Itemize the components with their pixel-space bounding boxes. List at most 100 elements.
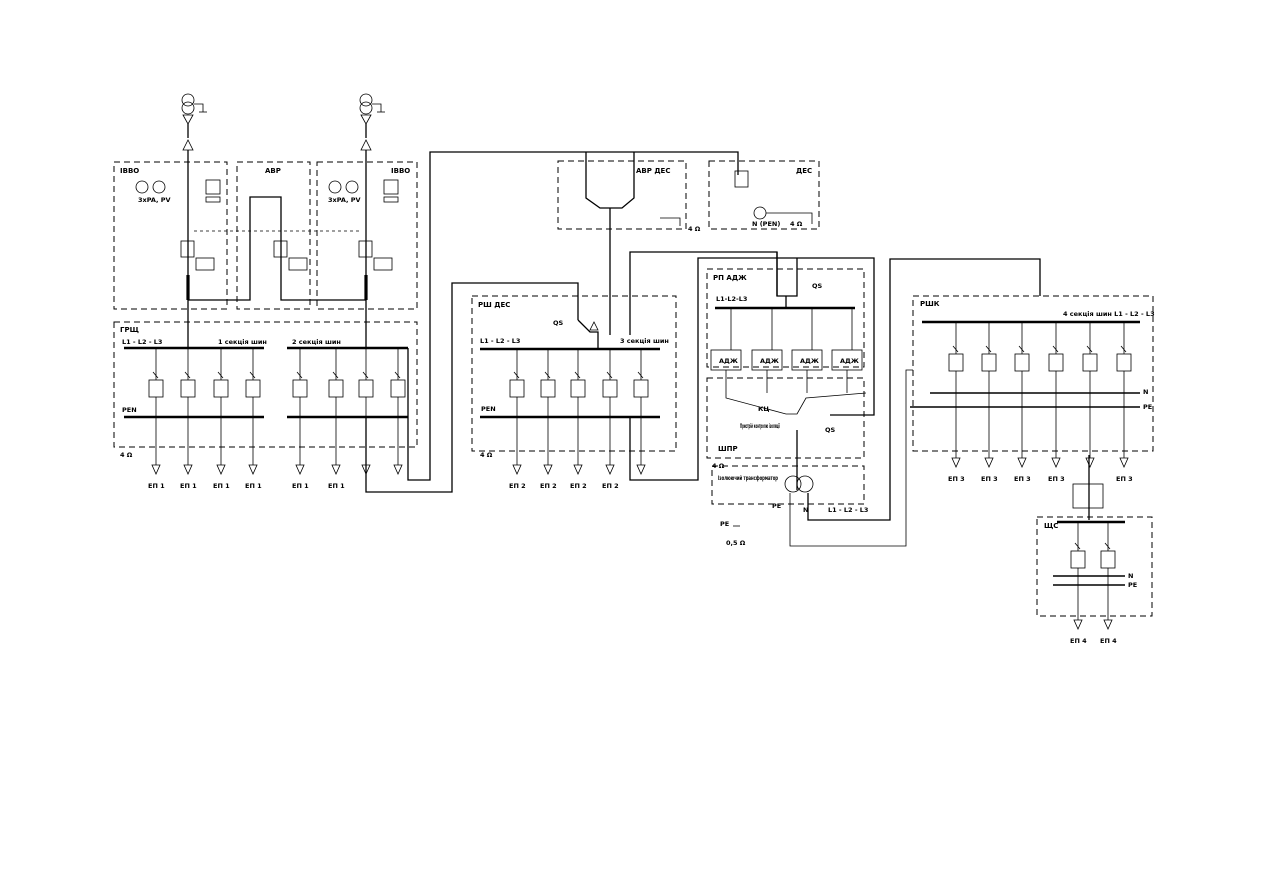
rshk-cell-5 bbox=[1116, 322, 1132, 468]
load-label: ЕП 1 bbox=[180, 482, 197, 490]
adzh-unit-2: АДЖ bbox=[791, 308, 823, 393]
avr-link bbox=[188, 196, 366, 301]
grshch-cell-s2-1 bbox=[328, 348, 344, 475]
label-des: ДЕС bbox=[796, 167, 812, 175]
avr-des-to-rshk bbox=[629, 251, 778, 335]
label-meter-1: 3xPA, PV bbox=[138, 196, 171, 204]
label-re-ground: РЕ bbox=[720, 520, 729, 528]
rshk-cell-0 bbox=[948, 322, 964, 468]
rsh-to-shpr bbox=[629, 257, 875, 481]
qs1-lines bbox=[577, 319, 599, 349]
svg-text:АДЖ: АДЖ bbox=[719, 357, 738, 365]
label-ground-des: 4 Ω bbox=[790, 220, 803, 228]
load-label: ЕП 4 bbox=[1100, 637, 1117, 645]
label-l123-tr: L1 - L2 - L3 bbox=[828, 506, 868, 514]
svg-text:АДЖ: АДЖ bbox=[840, 357, 859, 365]
shpr-collector bbox=[725, 392, 867, 415]
adzh-unit-1: АДЖ bbox=[751, 308, 783, 393]
box-grshch bbox=[113, 321, 418, 448]
transformer-coil-2 bbox=[796, 475, 814, 493]
load-label: ЕП 2 bbox=[602, 482, 619, 490]
label-meter-2: 3xPA, PV bbox=[328, 196, 361, 204]
load-label: ЕП 1 bbox=[292, 482, 309, 490]
label-l123-rsh: L1 - L2 - L3 bbox=[480, 337, 520, 345]
rsh-cell-1 bbox=[540, 349, 556, 475]
box-des bbox=[708, 160, 820, 230]
box-shpr bbox=[706, 377, 865, 459]
outgoing-feeders: АДЖ АДЖ АДЖ АДЖ bbox=[148, 308, 1132, 630]
label-sec1: 1 секція шин bbox=[218, 338, 267, 346]
label-grshch: ГРЩ bbox=[120, 326, 139, 334]
avr-des-ground bbox=[660, 217, 681, 226]
transformer-out-2 bbox=[807, 258, 1041, 521]
label-transformer: Ізолюючий трансформатор bbox=[718, 474, 778, 482]
qs2-lines bbox=[776, 252, 798, 297]
label-sec3: 3 секція шин bbox=[620, 337, 669, 345]
label-ground-avr: 4 Ω bbox=[688, 225, 701, 233]
adzh-unit-3: АДЖ bbox=[831, 308, 863, 393]
label-qs-2: QS bbox=[812, 282, 823, 290]
load-label: ЕП 2 bbox=[509, 482, 526, 490]
load-label: ЕП 3 bbox=[1048, 475, 1065, 483]
label-pen-2: PEN bbox=[481, 405, 496, 413]
label-n-tr: N bbox=[803, 506, 808, 514]
qs1-symbol bbox=[589, 321, 599, 331]
des-breaker bbox=[734, 170, 749, 188]
box-transformer bbox=[711, 465, 865, 505]
grshch-cell-s1-1 bbox=[180, 348, 196, 475]
label-n-pen: N (PEN) bbox=[752, 220, 780, 228]
box-avr-des bbox=[557, 160, 687, 230]
box-ivvo-1 bbox=[113, 161, 228, 310]
svg-text:АДЖ: АДЖ bbox=[800, 357, 819, 365]
avr-relay bbox=[288, 257, 308, 271]
shs-cell-1 bbox=[1100, 522, 1116, 630]
load-label: ЕП 4 bbox=[1070, 637, 1087, 645]
grshch-cell-s1-3 bbox=[245, 348, 261, 475]
label-rp-adzh: РП АДЖ bbox=[713, 274, 747, 282]
label-sec2: 2 секція шин bbox=[292, 338, 341, 346]
load-label: ЕП 1 bbox=[213, 482, 230, 490]
rshk-cell-4 bbox=[1082, 322, 1098, 468]
feeder-2 bbox=[358, 93, 393, 300]
shs-cell-0 bbox=[1070, 522, 1086, 630]
label-ground-1: 4 Ω bbox=[120, 451, 133, 459]
meter-group-1 bbox=[135, 179, 221, 203]
rsh-cell-4 bbox=[633, 349, 649, 475]
label-ivvo-1: ІВВО bbox=[120, 167, 139, 175]
rsh-cell-0 bbox=[509, 349, 525, 475]
label-avr: АВР bbox=[265, 167, 281, 175]
label-pe-shs: PE bbox=[1128, 581, 1137, 589]
label-sensor: Пристрій контролю ізоляції bbox=[740, 422, 780, 430]
box-shs bbox=[1036, 516, 1153, 617]
label-shs: ЩС bbox=[1044, 522, 1058, 530]
label-avr-des: АВР ДЕС bbox=[636, 167, 670, 175]
label-l123-rp: L1-L2-L3 bbox=[716, 295, 747, 303]
label-ivvo-2: ІВВО bbox=[391, 167, 410, 175]
meter-group-2 bbox=[328, 179, 399, 203]
rshk-cell-3 bbox=[1048, 322, 1064, 468]
label-ground-05: 0,5 Ω bbox=[726, 539, 746, 547]
label-sec4: 4 секція шин L1 - L2 - L3 bbox=[1063, 310, 1155, 318]
label-qs-1: QS bbox=[553, 319, 564, 327]
shs-adzh bbox=[1072, 483, 1104, 509]
label-n-shs: N bbox=[1128, 572, 1133, 580]
box-rsh-des bbox=[471, 295, 677, 452]
label-rsh-des: РШ ДЕС bbox=[478, 301, 510, 309]
des-ground-line bbox=[766, 212, 813, 224]
label-re: РЕ bbox=[772, 502, 781, 510]
label-kd: КЦ bbox=[758, 405, 769, 413]
label-pe-rshk: PE bbox=[1143, 403, 1152, 411]
label-rshk: РШК bbox=[920, 300, 940, 308]
load-label: ЕП 3 bbox=[948, 475, 965, 483]
label-qs-3: QS bbox=[825, 426, 836, 434]
des-generator bbox=[753, 206, 767, 220]
label-l123-grshch: L1 - L2 - L3 bbox=[122, 338, 162, 346]
link-grshch-to-rsh bbox=[365, 282, 579, 493]
rsh-cell-2 bbox=[570, 349, 586, 475]
feeder-1 bbox=[180, 93, 215, 300]
grshch-cell-s2-0 bbox=[292, 348, 308, 475]
load-label: ЕП 3 bbox=[1014, 475, 1031, 483]
box-ivvo-2 bbox=[316, 161, 418, 310]
adzh-unit-0: АДЖ bbox=[710, 308, 742, 393]
